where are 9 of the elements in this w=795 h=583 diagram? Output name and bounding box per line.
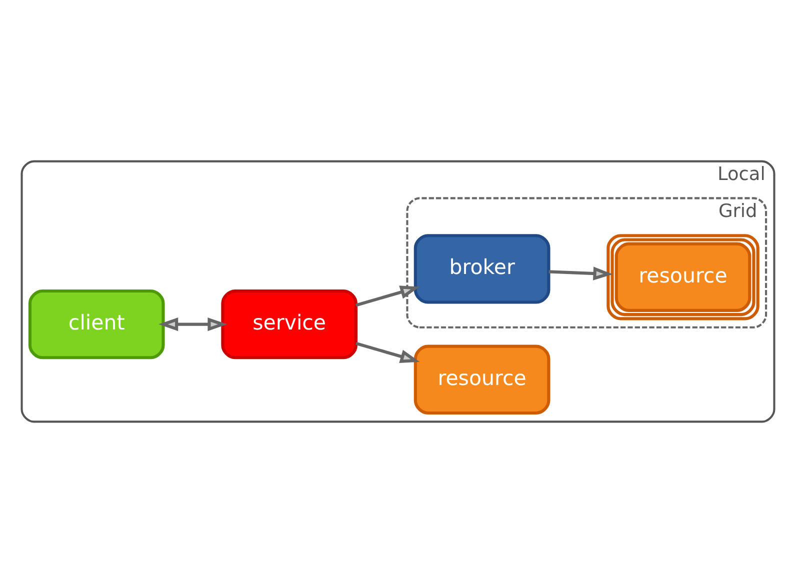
node-box: broker [413,234,550,304]
arrow [158,317,227,332]
node-box: resource [413,344,550,415]
arrow [548,266,612,280]
node-box: service [220,289,357,360]
node-box: resource [606,234,759,320]
arrow [355,286,420,307]
node-box: client [28,289,164,360]
arrow [355,342,420,363]
